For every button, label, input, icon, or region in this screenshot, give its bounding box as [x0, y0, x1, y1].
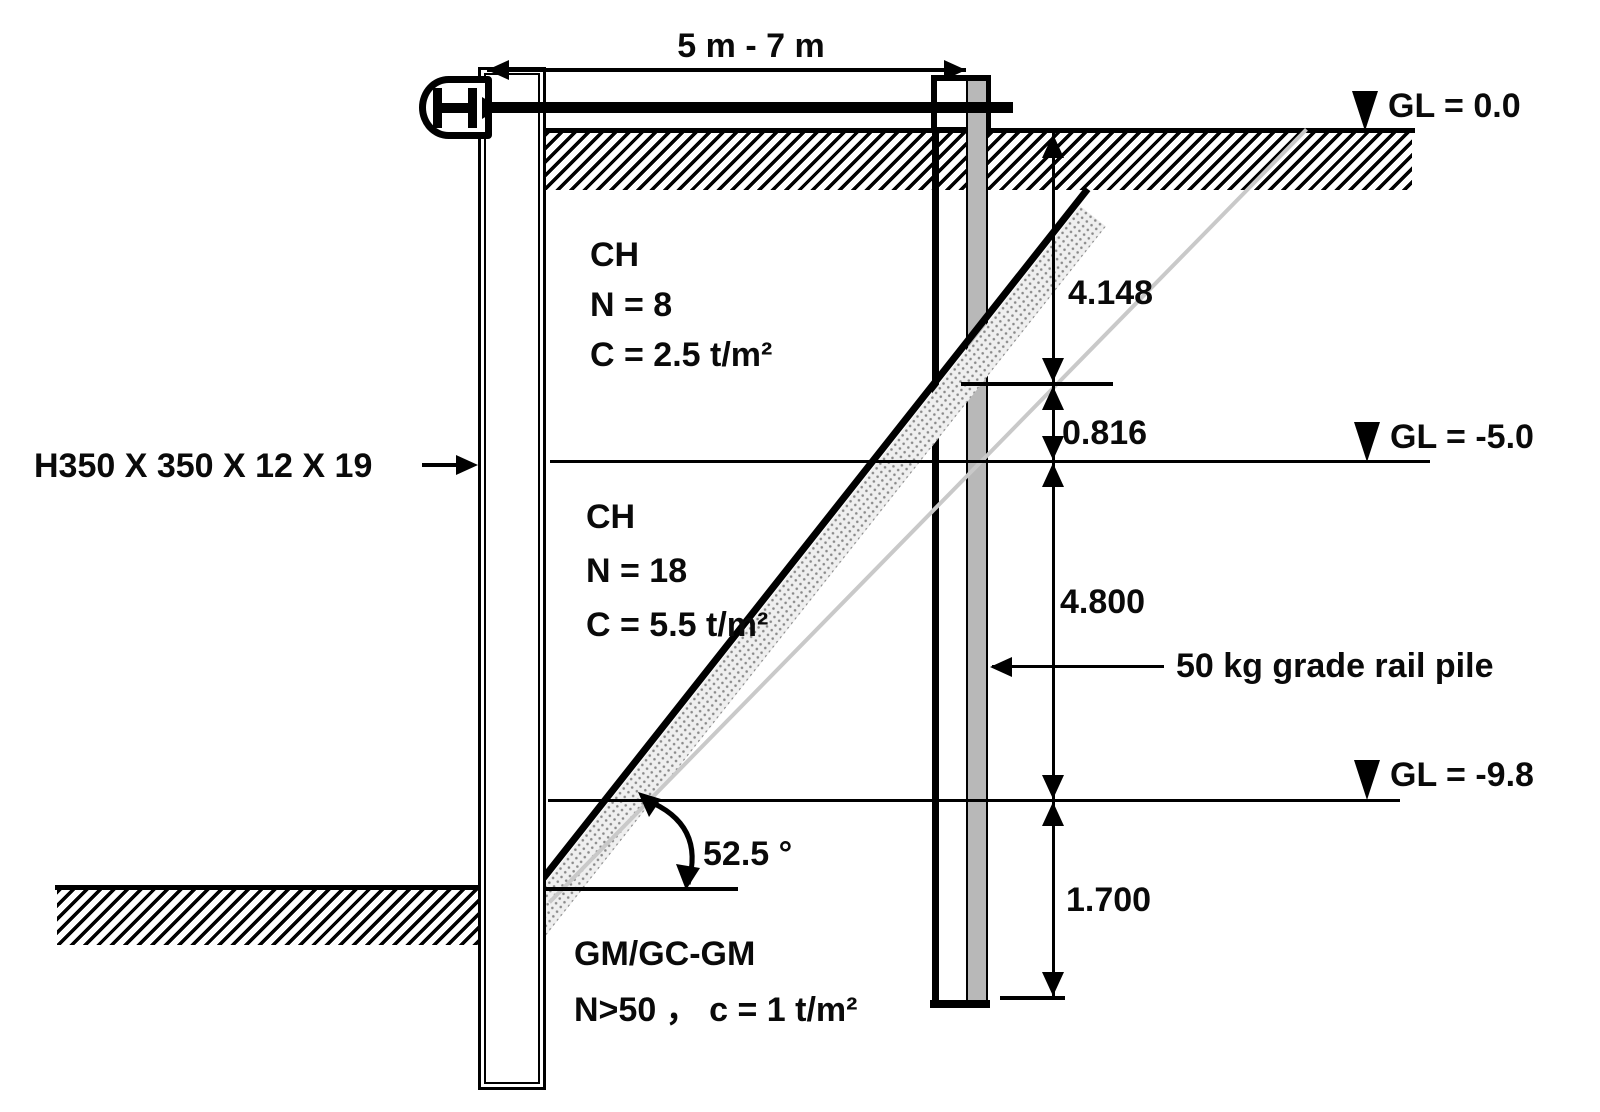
dim-arrow-down-tick1 — [1042, 358, 1064, 382]
soil-layer-1-spt: N = 8 — [590, 286, 673, 324]
h-pile — [478, 67, 546, 1090]
dim-arrow-down-gl5 — [1042, 436, 1064, 460]
gl-minus98-marker-icon — [1354, 760, 1380, 800]
soil-layer-1-classification: CH — [590, 236, 640, 274]
gl-minus98-line — [548, 799, 1400, 802]
gl-minus5-marker-icon — [1354, 422, 1380, 462]
grout-anchor-band — [493, 205, 1106, 970]
rail-pile-bottom-cap — [930, 1000, 990, 1008]
top-dimension-line — [487, 68, 966, 72]
gl-minus5-label: GL = -5.0 — [1390, 418, 1534, 456]
soil-layer-3-classification: GM/GC-GM — [574, 935, 756, 973]
top-dimension-arrow-left — [487, 60, 509, 80]
h-pile-arrow — [456, 455, 478, 475]
soil-layer-3-properties: N>50 ， c = 1 t/m² — [574, 991, 858, 1029]
gl-minus5-line — [550, 460, 1430, 463]
top-dimension-arrow-right — [944, 60, 966, 80]
gl-0-label: GL = 0.0 — [1388, 87, 1521, 125]
dim-value-4148: 4.148 — [1068, 274, 1154, 312]
excavation-floor-hatch — [57, 890, 478, 945]
wale-strut-line — [483, 102, 1013, 113]
rail-pile-arrow-line — [992, 665, 1164, 668]
rail-pile-label: 50 kg grade rail pile — [1176, 647, 1494, 685]
dimension-tick-anchor-crossing — [961, 382, 1113, 386]
gl-minus98-label: GL = -9.8 — [1390, 756, 1534, 794]
excavation-floor-line-left — [55, 885, 478, 890]
rail-pile-flange-strip — [966, 81, 988, 1004]
dim-arrow-up-gl98 — [1042, 802, 1064, 826]
soil-layer-2-classification: CH — [586, 498, 636, 536]
dim-arrow-up-surface — [1042, 134, 1064, 158]
angle-label: 52.5 ° — [703, 835, 793, 873]
soil-layer-1-cohesion: C = 2.5 t/m² — [590, 336, 773, 374]
clamp-point — [482, 97, 500, 119]
dimension-tick-pile-tip — [1000, 996, 1065, 1000]
soil-layer-2-spt: N = 18 — [586, 552, 688, 590]
h-beam-icon-crossbar — [433, 103, 477, 113]
soil-layer-2-cohesion: C = 5.5 t/m² — [586, 606, 769, 644]
rail-pile-web-line — [932, 133, 939, 1005]
dim-value-0816: 0.816 — [1062, 414, 1148, 452]
dim-value-1700: 1.700 — [1066, 881, 1152, 919]
h-pile-arrow-line — [422, 463, 460, 467]
dim-value-4800: 4.800 — [1060, 583, 1146, 621]
dimension-chain-line — [1052, 133, 1055, 999]
rail-pile-arrow — [990, 657, 1012, 677]
h-pile-label: H350 X 350 X 12 X 19 — [34, 447, 373, 485]
angle-reference-line — [543, 887, 738, 891]
dim-arrow-down-gl98 — [1042, 775, 1064, 799]
gl-0-marker-icon — [1352, 91, 1378, 131]
soil-layer-3-label: GM/GC-GM N>50 ， c = 1 t/m² — [574, 926, 857, 1038]
top-dimension-label: 5 m - 7 m — [677, 27, 825, 65]
h-pile-inner-line — [484, 73, 540, 1084]
dim-arrow-up-tick1 — [1042, 386, 1064, 410]
dim-arrow-down-bottom — [1042, 972, 1064, 996]
dim-arrow-up-gl5 — [1042, 463, 1064, 487]
soil-layer-1-label: CH N = 8 C = 2.5 t/m² — [590, 230, 772, 380]
soil-layer-2-label: CH N = 18 C = 5.5 t/m² — [586, 490, 768, 652]
